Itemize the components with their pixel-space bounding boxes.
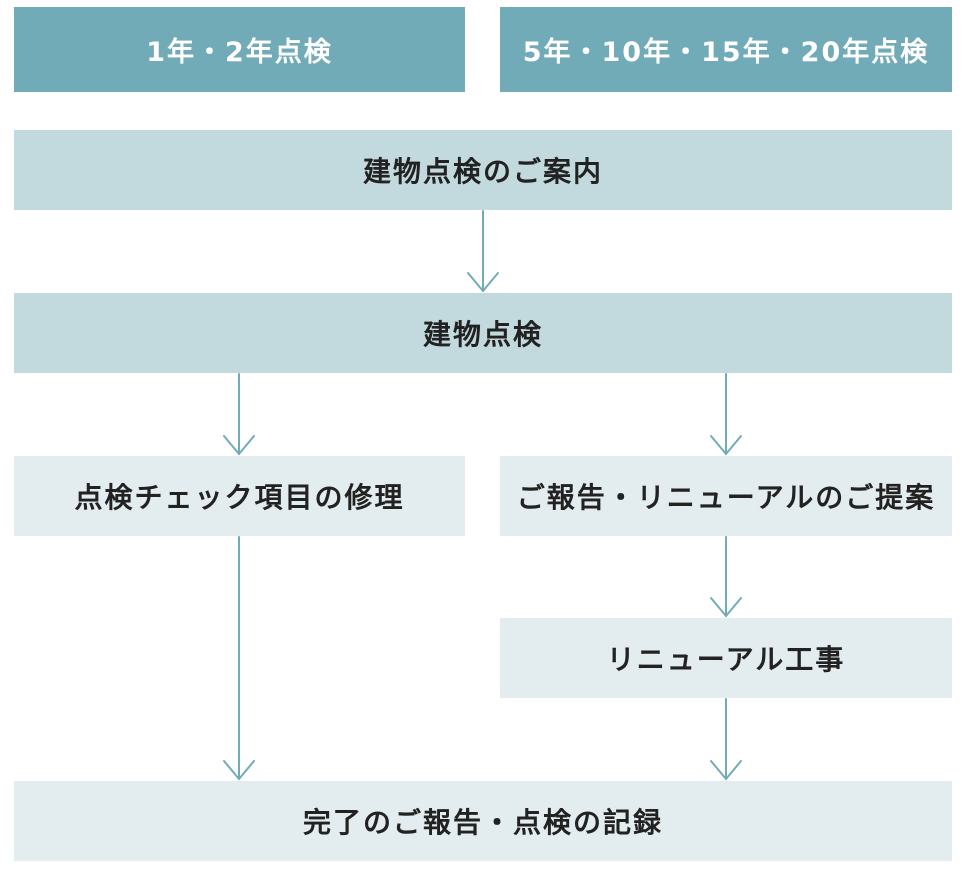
- header-annual-inspection: 1年・2年点検: [14, 7, 465, 92]
- arrow-renewal-to-complete: [710, 698, 742, 781]
- step-building-inspection: 建物点検: [14, 293, 952, 373]
- arrow-inspection-to-repair: [223, 373, 255, 456]
- header-long-term-inspection: 5年・10年・15年・20年点検: [500, 7, 952, 92]
- arrow-notice-to-inspection: [467, 210, 499, 293]
- step-checklist-repair: 点検チェック項目の修理: [14, 456, 465, 536]
- arrow-repair-to-complete: [223, 536, 255, 781]
- step-completion-report: 完了のご報告・点検の記録: [14, 781, 952, 861]
- arrow-proposal-to-renewal: [710, 536, 742, 618]
- step-inspection-notice: 建物点検のご案内: [14, 130, 952, 210]
- step-report-renewal-proposal: ご報告・リニューアルのご提案: [500, 456, 952, 536]
- arrow-inspection-to-proposal: [710, 373, 742, 456]
- step-renewal-work: リニューアル工事: [500, 618, 952, 698]
